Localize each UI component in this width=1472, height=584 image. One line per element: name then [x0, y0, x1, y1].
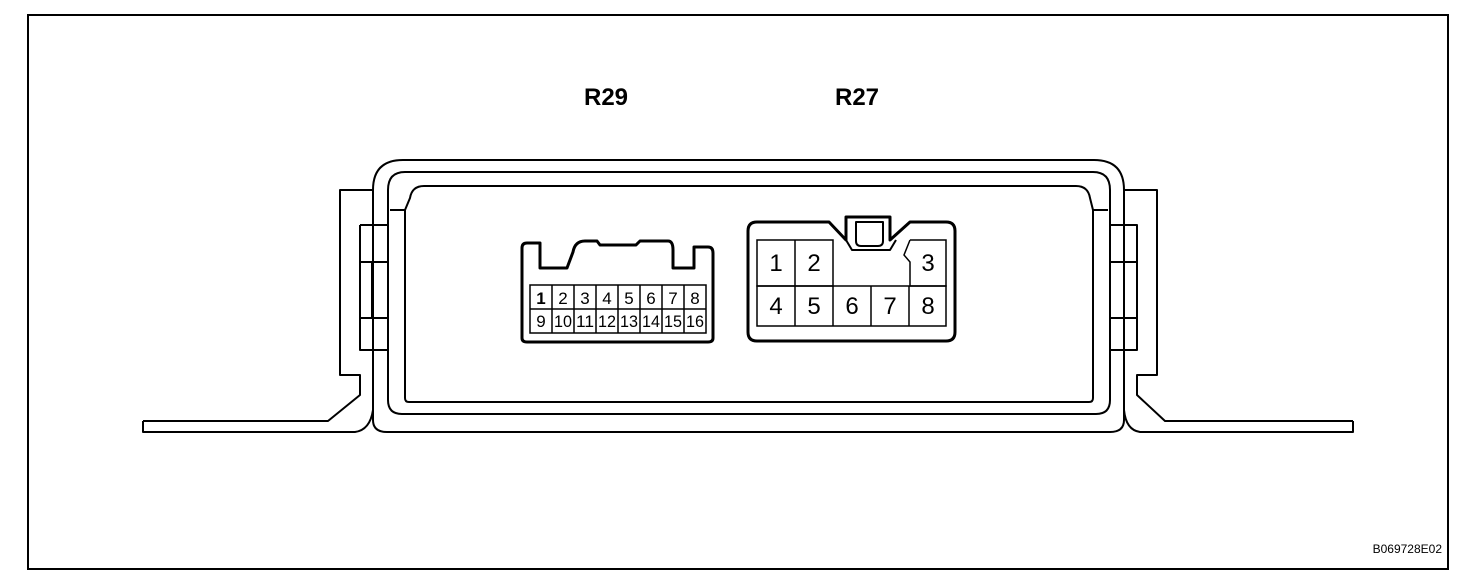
r27-pin: 8 — [921, 293, 934, 320]
r27-pin: 1 — [769, 250, 782, 277]
r29-pin: 14 — [642, 312, 660, 331]
r29-pin: 16 — [686, 312, 704, 331]
r29-pin: 15 — [664, 312, 682, 331]
r27-connector: 1 2 3 4 5 6 7 8 — [746, 215, 957, 343]
r27-label: R27 — [835, 84, 879, 111]
r27-pin: 3 — [921, 250, 934, 277]
r27-pin: 2 — [807, 250, 820, 277]
r29-pin: 6 — [646, 289, 655, 308]
r29-pin: 10 — [554, 312, 572, 331]
r29-label: R29 — [584, 84, 628, 111]
r29-pin: 8 — [690, 289, 699, 308]
figure-code: B069728E02 — [1373, 542, 1443, 556]
r29-pin: 7 — [668, 289, 677, 308]
r27-pin: 4 — [769, 293, 782, 320]
component-housing — [142, 159, 1354, 433]
r27-pin: 6 — [845, 293, 858, 320]
r29-pin: 3 — [580, 289, 589, 308]
r29-pin: 13 — [620, 312, 638, 331]
r27-pin: 7 — [883, 293, 896, 320]
r29-pin: 9 — [536, 312, 545, 331]
r27-pin: 5 — [807, 293, 820, 320]
r29-pin: 4 — [602, 289, 611, 308]
figure-frame — [27, 14, 1449, 570]
r29-connector: 1 2 3 4 5 6 7 8 9 10 11 12 13 14 15 16 — [520, 239, 715, 344]
r29-pin: 2 — [558, 289, 567, 308]
r29-pin: 11 — [576, 312, 594, 331]
r29-pin: 5 — [624, 289, 633, 308]
r29-pin: 1 — [536, 289, 545, 308]
r29-pin: 12 — [598, 312, 616, 331]
